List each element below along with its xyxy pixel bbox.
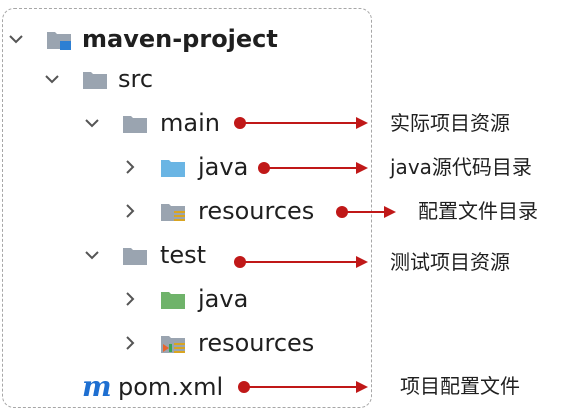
arrow-dot — [238, 381, 250, 393]
annotation-text-main: 实际项目资源 — [390, 111, 510, 135]
folder-label-test-java: java — [198, 285, 249, 313]
arrow-dot — [258, 162, 270, 174]
arrow-line — [248, 386, 356, 388]
chevron-down-icon[interactable] — [44, 71, 60, 87]
chevron-right-icon[interactable] — [122, 335, 138, 351]
arrow-line — [244, 122, 356, 124]
test-resources-folder-icon — [161, 336, 185, 353]
folder-icon — [83, 72, 107, 89]
arrow-head-icon — [384, 206, 396, 218]
folder-label-src: src — [118, 65, 154, 93]
project-name: maven-project — [82, 25, 278, 53]
chevron-down-icon[interactable] — [8, 31, 24, 47]
arrow-head-icon — [356, 117, 368, 129]
arrow-head-icon — [356, 381, 368, 393]
arrow-line — [268, 167, 356, 169]
maven-icon: m — [82, 370, 112, 403]
annotation-text-test: 测试项目资源 — [390, 250, 510, 274]
arrow-dot — [336, 206, 348, 218]
arrow-line — [244, 261, 356, 263]
arrow-dot — [234, 117, 246, 129]
chevron-down-icon[interactable] — [84, 247, 100, 263]
chevron-right-icon[interactable] — [122, 291, 138, 307]
arrow-dot — [234, 256, 246, 268]
chevron-right-icon[interactable] — [122, 203, 138, 219]
folder-label-main-java: java — [198, 153, 249, 181]
folder-label-main-resources: resources — [198, 197, 315, 225]
chevron-down-icon[interactable] — [84, 115, 100, 131]
folder-label-test: test — [160, 241, 207, 269]
arrow-head-icon — [356, 256, 368, 268]
test-source-folder-icon — [161, 292, 185, 309]
chevron-right-icon[interactable] — [122, 159, 138, 175]
arrow-head-icon — [356, 162, 368, 174]
project-tree-panel — [2, 8, 372, 408]
folder-label-test-resources: resources — [198, 329, 315, 357]
annotation-text-main-java: java源代码目录 — [390, 155, 532, 179]
source-folder-icon — [161, 160, 185, 177]
annotation-text-pom: 项目配置文件 — [400, 374, 520, 398]
annotation-text-main-resources: 配置文件目录 — [418, 199, 538, 223]
folder-icon — [123, 248, 147, 265]
folder-label-main: main — [160, 109, 220, 137]
resources-folder-icon — [161, 204, 185, 221]
arrow-line — [346, 211, 384, 213]
project-folder-icon — [47, 32, 71, 50]
file-label-pom: pom.xml — [118, 373, 224, 401]
folder-icon — [123, 116, 147, 133]
